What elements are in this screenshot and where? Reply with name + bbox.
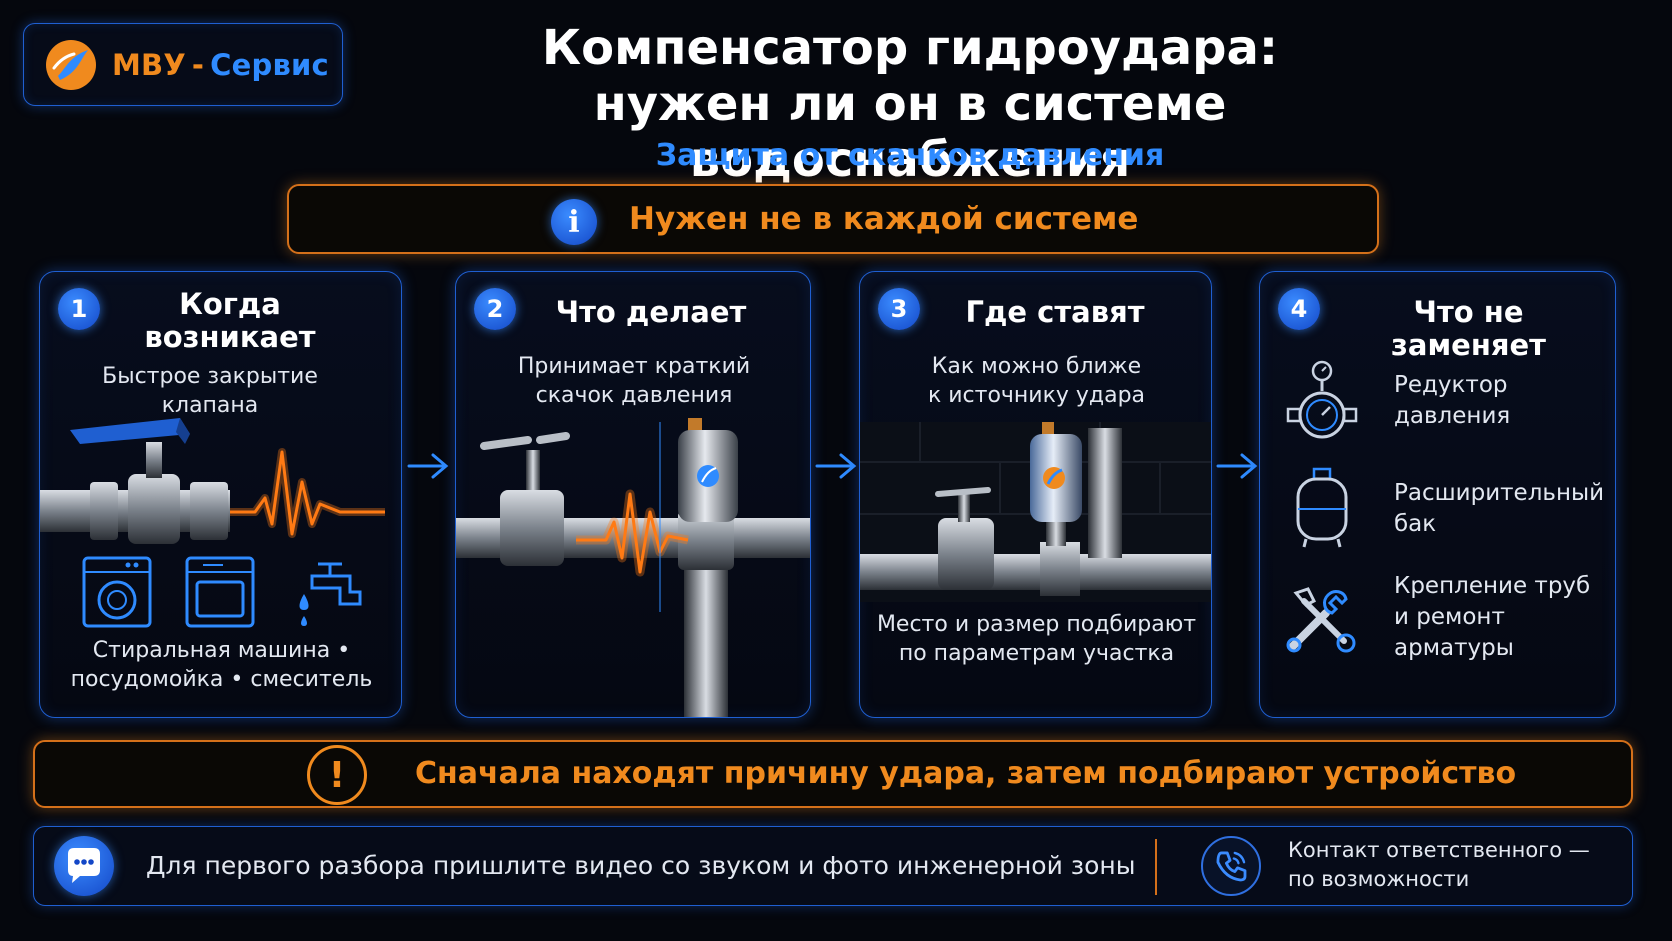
list-item-label: Редуктор давления bbox=[1394, 370, 1510, 432]
card-title: Что делает bbox=[555, 295, 747, 329]
card-foot-line-1: Стиральная машина • bbox=[92, 638, 351, 663]
title-line-1: Компенсатор гидроудара: bbox=[541, 20, 1279, 76]
faucet-icon bbox=[299, 562, 362, 626]
chat-icon[interactable] bbox=[54, 836, 114, 896]
list-item-label: Расширительный бак bbox=[1394, 478, 1604, 540]
card-footnote: Место и размер подбирают по параметрам у… bbox=[870, 610, 1203, 668]
brand-logo[interactable]: МВУ-Сервис bbox=[23, 23, 343, 106]
card-foot-line-1: Место и размер подбирают bbox=[876, 612, 1197, 637]
valve-pipe-illustration bbox=[40, 418, 385, 544]
arrow-right-icon bbox=[1216, 453, 1258, 479]
list-item-line-1: Расширительный bbox=[1394, 480, 1605, 506]
phone-icon[interactable] bbox=[1201, 836, 1261, 896]
list-item-line-1: Редуктор bbox=[1394, 372, 1508, 398]
warning-text: Сначала находят причину удара, затем под… bbox=[415, 756, 1517, 791]
list-item-line-2: давления bbox=[1394, 403, 1511, 429]
washing-machine-icon bbox=[82, 556, 152, 628]
contact-line-1: Контакт ответственного — bbox=[1288, 838, 1590, 862]
card-desc-line-2: скачок давления bbox=[535, 383, 733, 408]
card-foot-line-2: по параметрам участка bbox=[898, 641, 1175, 666]
list-item-label: Крепление труб и ремонт арматуры bbox=[1394, 571, 1604, 664]
card-where-installed: 3 Где ставят Как можно ближе к источнику… bbox=[859, 271, 1212, 718]
card-foot-line-2: посудомойка • смеситель bbox=[70, 667, 373, 692]
compensator-pipe-illustration bbox=[456, 418, 810, 717]
brand-name-primary: МВУ bbox=[112, 47, 186, 82]
card-what-it-does: 2 Что делает Принимает краткий скачок да… bbox=[455, 271, 811, 718]
arrow-right-icon bbox=[815, 453, 857, 479]
card-description: Как можно ближе к источнику удара bbox=[890, 352, 1183, 410]
card-desc-line-2: к источнику удара bbox=[927, 383, 1146, 408]
card-number: 3 bbox=[878, 288, 920, 330]
dishwasher-icon bbox=[185, 556, 255, 628]
card-title: Когда возникает bbox=[110, 288, 350, 354]
card-number: 1 bbox=[58, 288, 100, 330]
list-item: Расширительный бак bbox=[1284, 464, 1604, 554]
list-item: Крепление труб и ремонт арматуры bbox=[1284, 572, 1604, 662]
info-text: Нужен не в каждой системе bbox=[629, 201, 1139, 237]
tools-icon bbox=[1286, 587, 1356, 653]
info-icon: i bbox=[551, 199, 597, 245]
card-number: 4 bbox=[1278, 288, 1320, 330]
card-description: Быстрое закрытие клапана bbox=[80, 362, 340, 420]
card-what-not-replaced: 4 Что не заменяет Редуктор давления bbox=[1259, 271, 1616, 718]
brand-name-secondary: Сервис bbox=[210, 47, 329, 82]
expansion-tank-icon bbox=[1296, 467, 1348, 548]
brand-separator: - bbox=[191, 47, 205, 82]
card-number: 2 bbox=[474, 288, 516, 330]
contact-text: Контакт ответственного — по возможности bbox=[1288, 836, 1608, 894]
page-subtitle: Защита от скачков давления bbox=[655, 138, 1165, 173]
card-desc-line-1: Как можно ближе bbox=[931, 354, 1142, 379]
list-item-line-1: Крепление труб bbox=[1394, 572, 1591, 599]
footer-text: Для первого разбора пришлите видео со зв… bbox=[146, 851, 1136, 880]
title-line-2: нужен ли он в системе водоснабжения bbox=[593, 76, 1227, 188]
card-footnote: Стиральная машина • посудомойка • смесит… bbox=[50, 636, 393, 694]
card-title: Что не заменяет bbox=[1391, 295, 1546, 362]
list-item-line-2: бак bbox=[1394, 511, 1437, 537]
arrow-right-icon bbox=[407, 453, 449, 479]
card-when-occurs: 1 Когда возникает Быстрое закрытие клапа… bbox=[39, 271, 402, 718]
card-description: Принимает краткий скачок давления bbox=[496, 352, 772, 410]
card-title-line-2: возникает bbox=[144, 320, 316, 354]
footer-divider bbox=[1155, 839, 1157, 895]
installation-illustration bbox=[860, 422, 1211, 602]
list-item-line-2: и ремонт арматуры bbox=[1394, 603, 1514, 661]
page-title: Компенсатор гидроудара: нужен ли он в си… bbox=[380, 20, 1440, 188]
list-item: Редуктор давления bbox=[1284, 356, 1604, 446]
card-title-line-1: Когда bbox=[179, 287, 281, 321]
card-title: Где ставят bbox=[965, 295, 1145, 329]
card-desc-line-1: Принимает краткий bbox=[517, 354, 751, 379]
logo-icon bbox=[46, 39, 96, 90]
card-desc-line-2: клапана bbox=[161, 393, 259, 418]
contact-line-2: по возможности bbox=[1288, 867, 1470, 891]
info-banner: i Нужен не в каждой системе bbox=[287, 184, 1379, 254]
warning-banner: ! Сначала находят причину удара, затем п… bbox=[33, 740, 1633, 808]
footer-panel: Для первого разбора пришлите видео со зв… bbox=[33, 826, 1633, 906]
pressure-reducer-icon bbox=[1286, 360, 1358, 439]
card-desc-line-1: Быстрое закрытие bbox=[102, 364, 318, 389]
exclamation-icon: ! bbox=[307, 745, 367, 805]
